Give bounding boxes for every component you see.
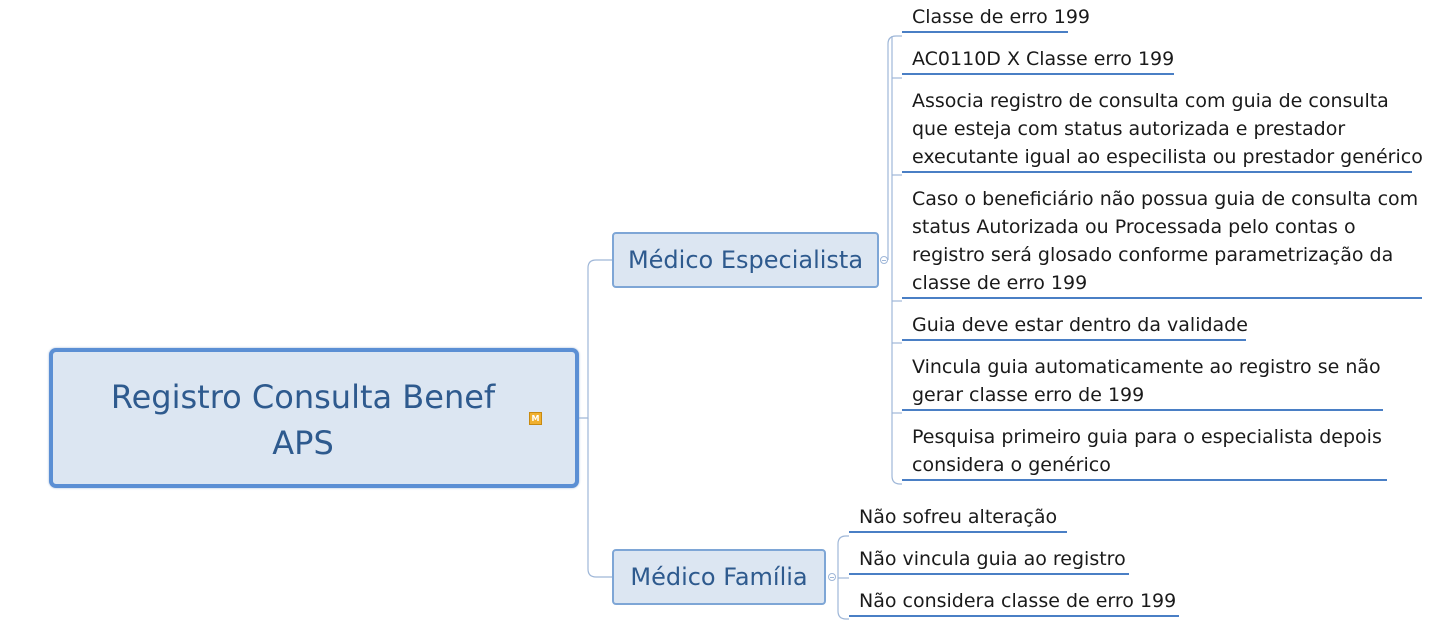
leaf-topic[interactable]: Caso o beneficiário não possua guia de c… — [902, 185, 1422, 299]
leaf-topic[interactable]: Não vincula guia ao registro — [849, 545, 1129, 575]
leaf-line: Classe de erro 199 — [912, 6, 1090, 28]
marker-icon[interactable]: M — [529, 412, 542, 425]
leaf-line: registro será glosado conforme parametri… — [912, 244, 1394, 266]
leaf-line: executante igual ao especilista ou prest… — [912, 146, 1423, 168]
central-title-line-2: APS — [272, 424, 334, 462]
leaf-line: Caso o beneficiário não possua guia de c… — [912, 188, 1419, 210]
leaf-line: Pesquisa primeiro guia para o especialis… — [912, 426, 1382, 448]
leaf-line: Vincula guia automaticamente ao registro… — [912, 356, 1381, 378]
branch-medico-familia[interactable]: Médico Família — [612, 549, 826, 605]
connector-fam-top — [837, 535, 849, 577]
leaf-line: que esteja com status autorizada e prest… — [912, 118, 1346, 140]
branch-label: Médico Especialista — [627, 246, 864, 274]
leaf-topic[interactable]: AC0110D X Classe erro 199 — [902, 45, 1174, 75]
connector-central-to-familia — [587, 418, 612, 578]
leaf-topic[interactable]: Pesquisa primeiro guia para o especialis… — [902, 423, 1387, 481]
leaf-line: considera o genérico — [912, 454, 1111, 476]
leaf-line: Associa registro de consulta com guia de… — [912, 90, 1389, 112]
leaf-topic[interactable]: Não sofreu alteração — [849, 503, 1067, 533]
collapse-toggle-icon[interactable] — [880, 256, 888, 264]
branch-medico-especialista[interactable]: Médico Especialista — [612, 232, 879, 288]
leaf-topic[interactable]: Não considera classe de erro 199 — [849, 587, 1179, 617]
collapse-toggle-icon[interactable] — [828, 573, 836, 581]
leaf-topic[interactable]: Vincula guia automaticamente ao registro… — [902, 353, 1383, 411]
connector-central-to-especialista — [579, 259, 612, 419]
connector-fam-bottom — [837, 577, 849, 620]
leaf-line: gerar classe erro de 199 — [912, 384, 1145, 406]
central-topic-title: Registro Consulta Benef APS — [73, 374, 533, 466]
leaf-line: classe de erro 199 — [912, 272, 1088, 294]
leaf-line: Guia deve estar dentro da validade — [912, 314, 1248, 336]
leaf-line: AC0110D X Classe erro 199 — [912, 48, 1175, 70]
leaf-topic[interactable]: Classe de erro 199 — [902, 3, 1090, 33]
leaf-line: Não vincula guia ao registro — [859, 548, 1126, 570]
connector-esp-spine — [891, 36, 902, 485]
leaf-line: Não sofreu alteração — [859, 506, 1058, 528]
connector-esp-top — [887, 35, 902, 260]
leaf-topic[interactable]: Guia deve estar dentro da validade — [902, 311, 1248, 341]
branch-label: Médico Família — [630, 563, 808, 591]
central-topic[interactable]: Registro Consulta Benef APS M — [49, 348, 579, 488]
leaf-topic[interactable]: Associa registro de consulta com guia de… — [902, 87, 1423, 173]
central-title-line-1: Registro Consulta Benef — [110, 378, 496, 416]
leaf-line: status Autorizada ou Processada pelo con… — [912, 216, 1356, 238]
leaf-line: Não considera classe de erro 199 — [859, 590, 1177, 612]
